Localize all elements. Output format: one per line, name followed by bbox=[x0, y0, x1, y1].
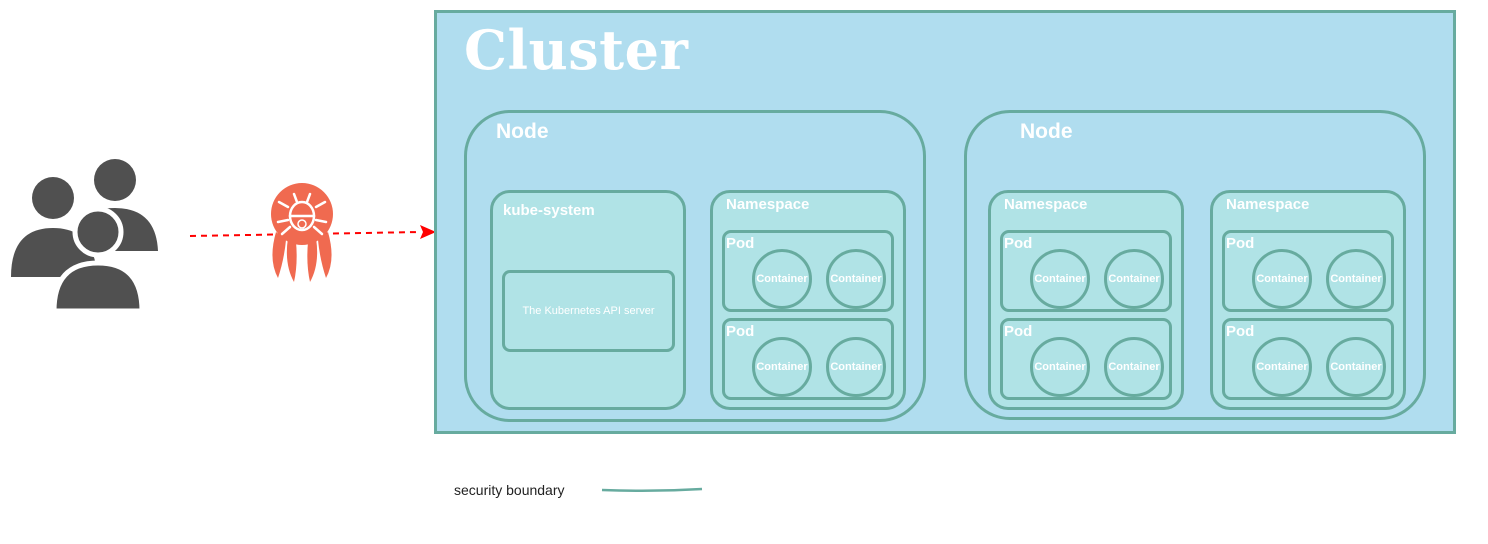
namespace-label: Namespace bbox=[726, 196, 810, 213]
container-circle: Container bbox=[1104, 249, 1164, 309]
container-circle: Container bbox=[752, 249, 812, 309]
legend-line bbox=[601, 487, 703, 493]
pod-label: Pod bbox=[726, 235, 755, 252]
api-server-box: The Kubernetes API server bbox=[502, 270, 675, 352]
container-circle: Container bbox=[1326, 249, 1386, 309]
node-2-label: Node bbox=[1020, 120, 1073, 143]
container-circle: Container bbox=[826, 337, 886, 397]
pod-label: Pod bbox=[726, 323, 755, 340]
pod-label: Pod bbox=[1226, 323, 1255, 340]
legend-label: security boundary bbox=[454, 482, 565, 498]
container-circle: Container bbox=[1030, 249, 1090, 309]
users-group-icon bbox=[11, 159, 158, 312]
container-circle: Container bbox=[1252, 337, 1312, 397]
malicious-bug-octopus-icon bbox=[271, 183, 333, 282]
container-circle: Container bbox=[1252, 249, 1312, 309]
namespace-label: Namespace bbox=[1004, 196, 1088, 213]
container-circle: Container bbox=[752, 337, 812, 397]
container-circle: Container bbox=[826, 249, 886, 309]
pod-label: Pod bbox=[1004, 323, 1033, 340]
namespace-label: Namespace bbox=[1226, 196, 1310, 213]
pod-label: Pod bbox=[1004, 235, 1033, 252]
api-server-label: The Kubernetes API server bbox=[522, 305, 655, 317]
pod-label: Pod bbox=[1226, 235, 1255, 252]
node-1-label: Node bbox=[496, 120, 549, 143]
kube-system-label: kube-system bbox=[503, 202, 595, 219]
container-circle: Container bbox=[1326, 337, 1386, 397]
container-circle: Container bbox=[1030, 337, 1090, 397]
cluster-title: Cluster bbox=[464, 18, 689, 82]
container-circle: Container bbox=[1104, 337, 1164, 397]
